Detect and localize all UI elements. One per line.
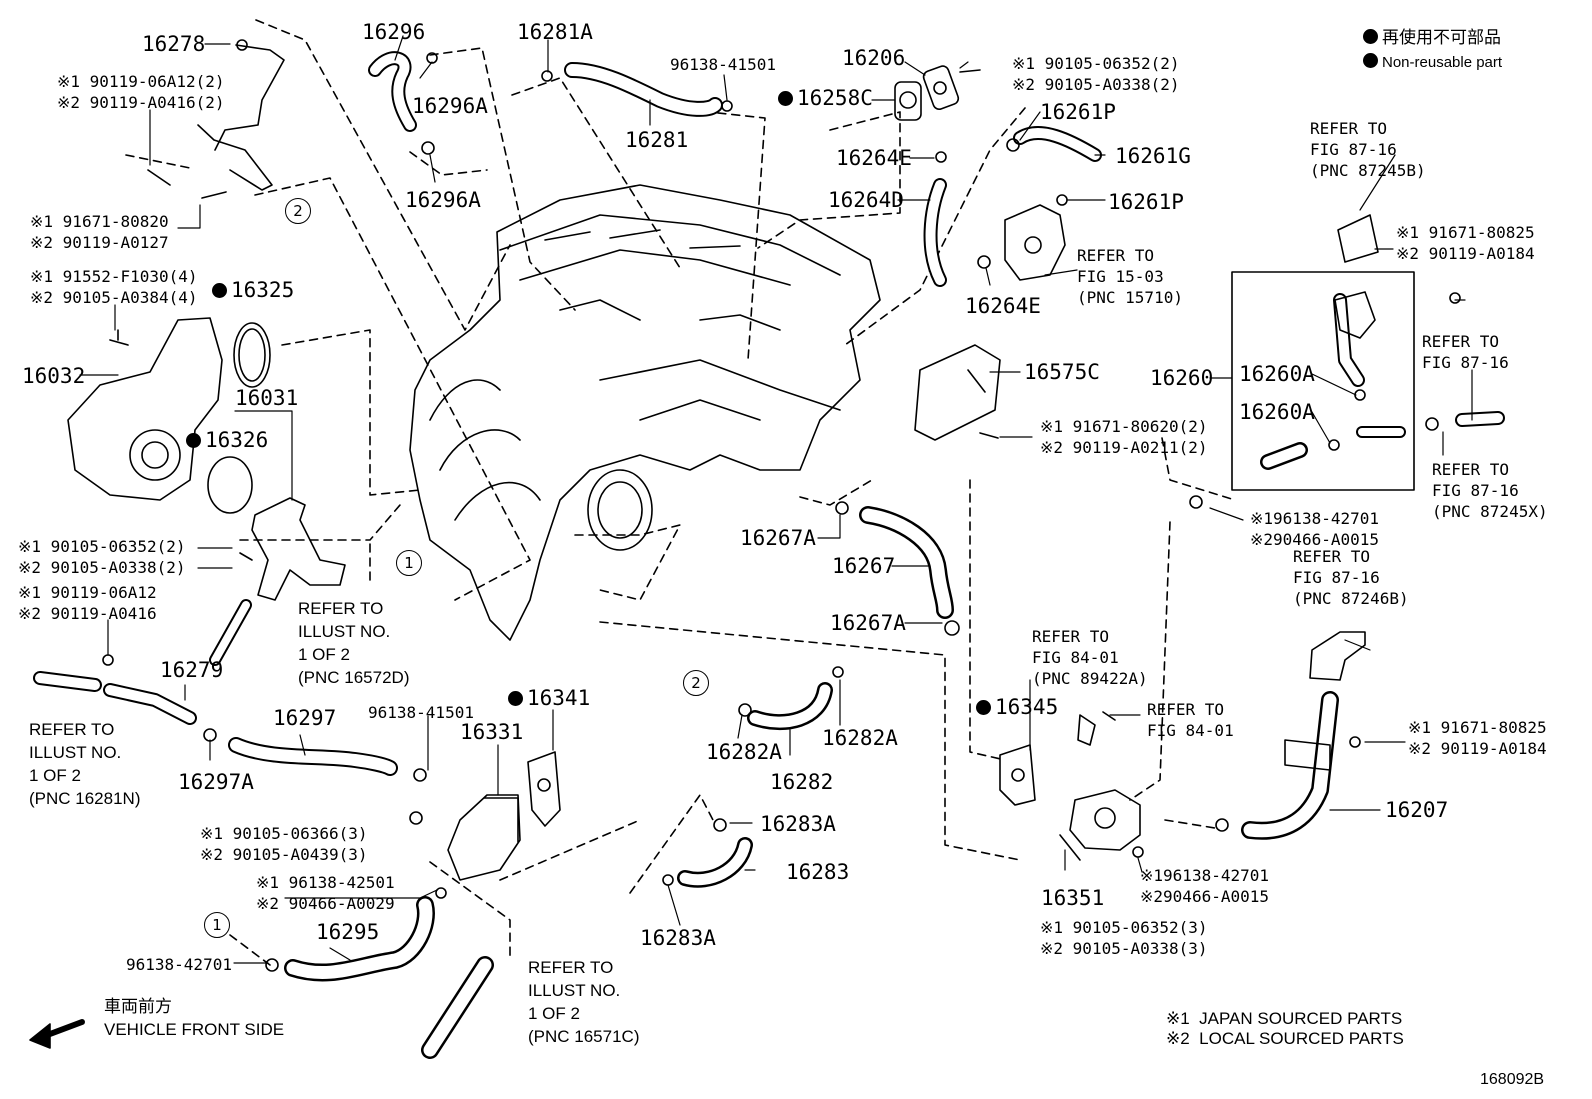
legend-en-text: Non-reusable part — [1382, 54, 1503, 71]
ref-fig-87-16-87245x[interactable]: REFER TO FIG 87-16 (PNC 87245X) — [1432, 460, 1548, 521]
part-16296a[interactable]: 16296A — [405, 188, 481, 212]
part-16281a[interactable]: 16281A — [517, 20, 593, 44]
ref-fig-84-01[interactable]: REFER TO FIG 84-01 — [1147, 700, 1234, 740]
part-16325[interactable]: 16325 — [212, 280, 294, 301]
legend-jp-text: 再使用不可部品 — [1382, 28, 1501, 47]
part-16326[interactable]: 16326 — [186, 430, 268, 451]
non-reusable-icon — [186, 433, 201, 448]
part-number: 16325 — [231, 278, 295, 302]
part-16351[interactable]: 16351 — [1041, 886, 1105, 910]
part-16575c[interactable]: 16575C — [1024, 360, 1100, 384]
part-16341[interactable]: 16341 — [508, 688, 590, 709]
part-16206[interactable]: 16206 — [842, 46, 906, 70]
callout-2: 2 — [285, 198, 311, 224]
note-16278-bolts: ※1 90119-06A12(2) ※2 90119-A0416(2) — [57, 72, 225, 112]
part-number: 16341 — [527, 686, 591, 710]
part-16282[interactable]: 16282 — [770, 770, 834, 794]
part-16267a[interactable]: 16267A — [830, 611, 906, 635]
part-16207[interactable]: 16207 — [1385, 798, 1449, 822]
local-sourced-legend: ※2 LOCAL SOURCED PARTS — [1166, 1029, 1404, 1048]
legend-non-reusable-en: Non-reusable part — [1363, 51, 1502, 75]
part-16282a[interactable]: 16282A — [822, 726, 898, 750]
part-16267a[interactable]: 16267A — [740, 526, 816, 550]
figure-id: 168092B — [1480, 1071, 1545, 1088]
vehicle-front-en: VEHICLE FRONT SIDE — [104, 1020, 285, 1039]
note-bolt: ※1 91671-80820 ※2 90119-A0127 — [30, 212, 169, 252]
note-16575c-bolts: ※1 91671-80620(2) ※2 90119-A0211(2) — [1040, 417, 1208, 457]
part-16283[interactable]: 16283 — [786, 860, 850, 884]
non-reusable-icon — [212, 283, 227, 298]
note-16279-bolt: ※1 90119-06A12 ※2 90119-A0416 — [18, 583, 157, 623]
part-16267[interactable]: 16267 — [832, 554, 896, 578]
non-reusable-icon — [976, 700, 991, 715]
vehicle-front-jp: 車両前方 — [104, 997, 172, 1016]
ref-illust-16571c[interactable]: REFER TO ILLUST NO. 1 OF 2 (PNC 16571C) — [528, 958, 640, 1046]
part-16345[interactable]: 16345 — [976, 697, 1058, 718]
note-16351-bolts: ※1 90105-06352(3) ※2 90105-A0338(3) — [1040, 918, 1208, 958]
part-96138-41501[interactable]: 96138-41501 — [368, 703, 474, 722]
ref-fig-87-16[interactable]: REFER TO FIG 87-16 — [1422, 332, 1509, 372]
part-16283a[interactable]: 16283A — [640, 926, 716, 950]
part-16031[interactable]: 16031 — [235, 386, 299, 410]
bullet-icon — [1363, 29, 1378, 44]
part-16032[interactable]: 16032 — [22, 364, 86, 388]
part-16264e[interactable]: 16264E — [965, 294, 1041, 318]
ref-fig-87-16-87246b[interactable]: REFER TO FIG 87-16 (PNC 87246B) — [1293, 547, 1409, 608]
part-shapes — [29, 39, 1505, 1059]
callout-2: 2 — [683, 670, 709, 696]
part-16295[interactable]: 16295 — [316, 920, 380, 944]
part-16281[interactable]: 16281 — [625, 128, 689, 152]
engine-block-outline — [409, 184, 881, 641]
note-16206-bolts: ※1 90105-06352(2) ※2 90105-A0338(2) — [1012, 54, 1180, 94]
ref-fig-15-03[interactable]: REFER TO FIG 15-03 (PNC 15710) — [1077, 246, 1183, 307]
part-16260a[interactable]: 16260A — [1239, 362, 1315, 386]
part-16258c[interactable]: 16258C — [778, 88, 873, 109]
part-16331[interactable]: 16331 — [460, 720, 524, 744]
part-16283a[interactable]: 16283A — [760, 812, 836, 836]
callout-1: 1 — [396, 550, 422, 576]
part-number: 16345 — [995, 695, 1059, 719]
part-16278[interactable]: 16278 — [142, 32, 206, 56]
leaders — [79, 35, 1473, 964]
part-16261g[interactable]: 16261G — [1115, 144, 1191, 168]
part-16260[interactable]: 16260 — [1150, 366, 1214, 390]
part-16279[interactable]: 16279 — [160, 658, 224, 682]
note-16207-bolt: ※1 91671-80825 ※2 90119-A0184 — [1408, 718, 1547, 758]
callout-1: 1 — [204, 912, 230, 938]
ref-fig-84-01-89422a[interactable]: REFER TO FIG 84-01 (PNC 89422A) — [1032, 627, 1148, 688]
part-16297a[interactable]: 16297A — [178, 770, 254, 794]
part-number: 16258C — [797, 86, 873, 110]
non-reusable-icon — [778, 91, 793, 106]
note-16331-clamp: ※1 96138-42501 ※2 90466-A0029 — [256, 873, 395, 913]
legend-non-reusable-jp: 再使用不可部品 — [1363, 26, 1501, 50]
part-16260a[interactable]: 16260A — [1239, 400, 1315, 424]
leader-dashes — [125, 19, 1236, 966]
note-16351-clamp: ※196138-42701 ※290466-A0015 — [1140, 866, 1269, 906]
part-16261p[interactable]: 16261P — [1040, 100, 1116, 124]
part-96138-42701[interactable]: 96138-42701 — [126, 955, 232, 974]
part-96138-41501[interactable]: 96138-41501 — [670, 55, 776, 74]
part-16264e[interactable]: 16264E — [836, 146, 912, 170]
assembly-box-16260 — [1231, 271, 1415, 491]
ref-illust-16281n[interactable]: REFER TO ILLUST NO. 1 OF 2 (PNC 16281N) — [29, 720, 141, 808]
part-16296a[interactable]: 16296A — [412, 94, 488, 118]
non-reusable-icon — [508, 691, 523, 706]
note-16031-bolts: ※1 90105-06352(2) ※2 90105-A0338(2) — [18, 537, 186, 577]
note-clamp: ※196138-42701 ※290466-A0015 — [1250, 509, 1379, 549]
part-16261p[interactable]: 16261P — [1108, 190, 1184, 214]
part-16297[interactable]: 16297 — [273, 706, 337, 730]
bullet-icon — [1363, 53, 1378, 68]
part-16264d[interactable]: 16264D — [828, 188, 904, 212]
note-16032-bolts: ※1 91552-F1030(4) ※2 90105-A0384(4) — [30, 267, 198, 307]
ref-illust-16572d[interactable]: REFER TO ILLUST NO. 1 OF 2 (PNC 16572D) — [298, 599, 410, 687]
part-16282a[interactable]: 16282A — [706, 740, 782, 764]
note-16331-bolts: ※1 90105-06366(3) ※2 90105-A0439(3) — [200, 824, 368, 864]
japan-sourced-legend: ※1 JAPAN SOURCED PARTS — [1166, 1009, 1403, 1028]
note-16260-bolt: ※1 91671-80825 ※2 90119-A0184 — [1396, 223, 1535, 263]
part-number: 16326 — [205, 428, 269, 452]
ref-fig-87-16-87245b[interactable]: REFER TO FIG 87-16 (PNC 87245B) — [1310, 119, 1426, 180]
part-16296[interactable]: 16296 — [362, 20, 426, 44]
